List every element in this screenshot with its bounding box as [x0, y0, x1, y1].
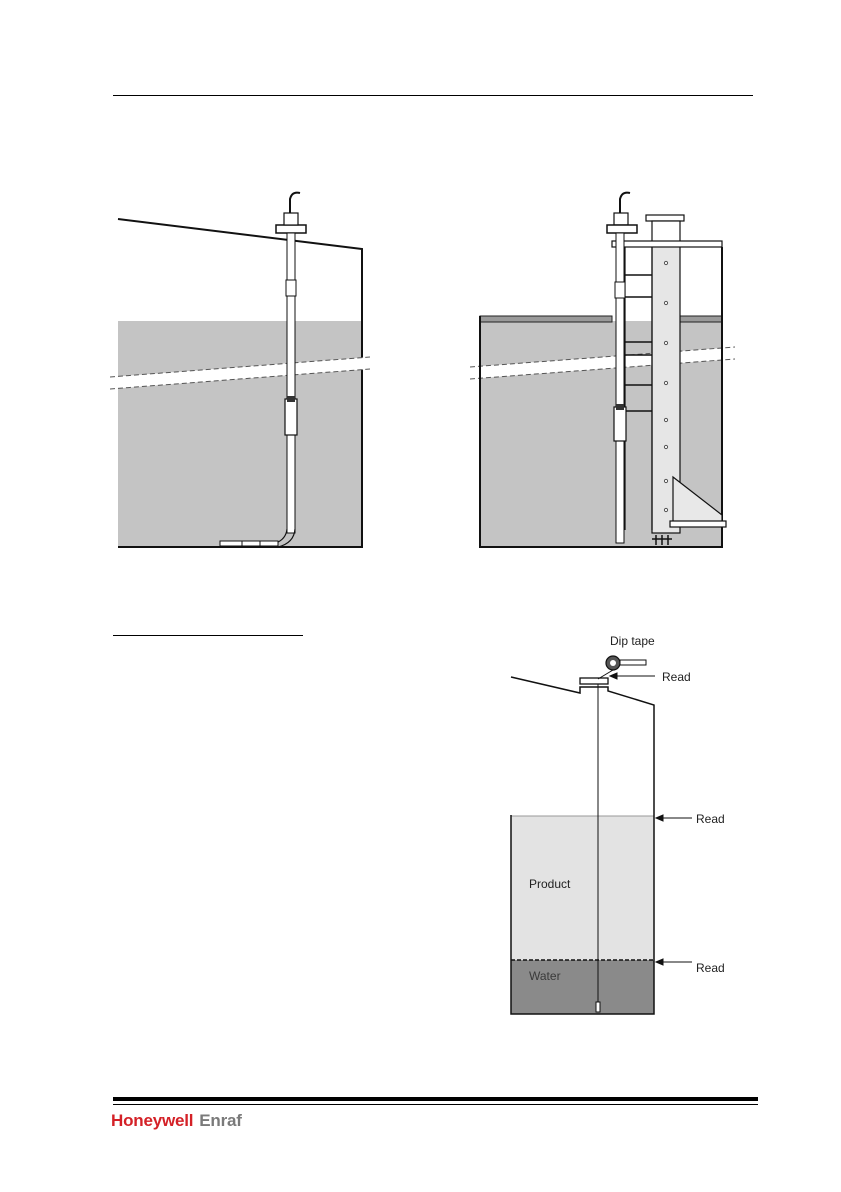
label-read-top: Read — [662, 670, 691, 684]
company-logo: Honeywell Enraf — [111, 1111, 242, 1133]
cable — [620, 193, 630, 213]
label-water: Water — [529, 969, 561, 983]
roof-deck-right — [680, 316, 722, 322]
header-rule — [113, 95, 753, 96]
label-dip-tape: Dip tape — [610, 634, 655, 648]
label-read-level: Read — [696, 812, 725, 826]
figure-dip-tape-measurement: Dip tape Read Read Read Product Water — [500, 625, 735, 1045]
dip-hatch — [580, 678, 608, 684]
cable — [290, 193, 300, 213]
mounting-flange — [607, 225, 637, 233]
gauge-pipe — [287, 233, 295, 533]
sensor-body — [614, 407, 626, 441]
mounting-flange — [276, 225, 306, 233]
sensor-body — [285, 399, 297, 435]
figure-tank-ladder-mount — [470, 185, 735, 555]
label-read-interface: Read — [696, 961, 725, 975]
roof-deck-left — [480, 316, 612, 322]
logo-primary: Honeywell — [111, 1111, 193, 1130]
label-product: Product — [529, 877, 571, 891]
section-underline — [113, 635, 303, 636]
logo-secondary: Enraf — [199, 1111, 241, 1130]
footer-rule-thick — [113, 1097, 758, 1101]
liquid-fill — [118, 321, 362, 547]
figure-tank-direct-mount — [110, 185, 370, 555]
gauge-pipe — [616, 233, 624, 543]
dip-weight — [596, 1002, 600, 1012]
footer-rule-thin — [113, 1104, 758, 1105]
walkway — [612, 241, 722, 247]
